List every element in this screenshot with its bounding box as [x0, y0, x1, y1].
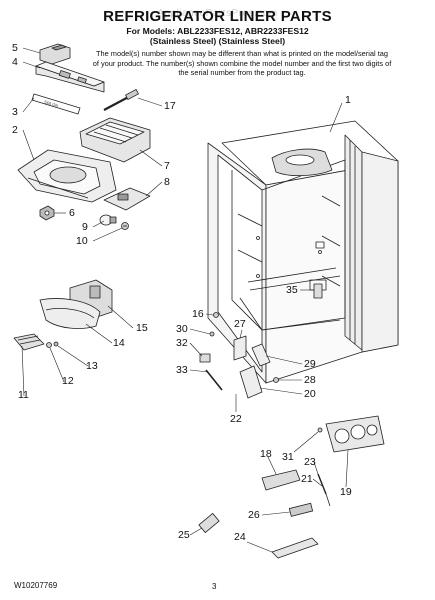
page-title: REFRIGERATOR LINER PARTS	[103, 8, 332, 25]
callout-31: 31	[282, 451, 294, 463]
part-29-bracket[interactable]	[251, 343, 271, 367]
part-7-light-lens[interactable]	[79, 117, 151, 163]
part-24-rail[interactable]	[271, 537, 319, 559]
callout-numbers: 1 5 4 3 2 17 7 8 6 9 10 11 12 13 14 15 1…	[12, 42, 352, 543]
callout-35: 35	[286, 284, 298, 296]
callout-16: 16	[192, 308, 204, 320]
callout-33: 33	[176, 364, 188, 376]
watermark: AppliancePartsPros.com	[157, 8, 278, 19]
part-35-switch[interactable]	[313, 283, 323, 299]
page-number: 3	[212, 582, 217, 591]
part-26-thermistor[interactable]	[288, 502, 314, 517]
callout-13: 13	[86, 360, 98, 372]
callout-10: 10	[76, 235, 88, 247]
part-12-screw[interactable]	[46, 342, 52, 348]
part-17-tool[interactable]	[103, 89, 139, 111]
callout-15: 15	[136, 322, 148, 334]
part-4-control-housing[interactable]	[35, 61, 105, 93]
models-line-2: (Stainless Steel) (Stainless Steel)	[149, 36, 286, 46]
callout-22: 22	[230, 413, 242, 425]
part-32-clip[interactable]	[199, 353, 211, 363]
part-20-bracket[interactable]	[239, 365, 263, 399]
callout-14: 14	[113, 337, 125, 349]
callout-18: 18	[260, 448, 272, 460]
part-14-cover[interactable]	[39, 298, 101, 329]
part-9-bulb[interactable]	[99, 214, 117, 226]
model-note: The model(s) number shown may be differe…	[92, 49, 392, 78]
refrigerator-liner[interactable]	[207, 120, 399, 384]
part-18-thermistor-holder[interactable]	[261, 469, 301, 491]
callout-17: 17	[164, 100, 176, 112]
callout-6: 6	[69, 207, 75, 219]
callout-23: 23	[304, 456, 316, 468]
part-2-light-housing[interactable]	[17, 149, 117, 203]
callout-32: 32	[176, 337, 188, 349]
callout-11: 11	[18, 389, 29, 401]
part-5-bracket[interactable]	[39, 43, 71, 65]
document-number: W10207769	[14, 581, 58, 590]
part-8-light-socket[interactable]	[103, 187, 151, 211]
models-line-1: For Models: ABL2233FES12, ABR2233FES12	[126, 26, 309, 36]
callout-3: 3	[12, 106, 18, 118]
part-25-lamp-socket[interactable]	[198, 512, 220, 534]
part-27-hinge[interactable]	[233, 335, 247, 361]
part-23-wire-lead[interactable]	[317, 473, 331, 507]
callout-9: 9	[82, 221, 88, 233]
callout-12: 12	[62, 375, 74, 387]
model-list: For Models: ABL2233FES12, ABR2233FES12 (…	[0, 26, 435, 46]
part-3-label[interactable]: 5&6 ON	[31, 93, 81, 115]
part-33-rod[interactable]	[205, 369, 223, 391]
part-16-screw[interactable]	[213, 312, 219, 318]
callout-21: 21	[301, 473, 313, 485]
callout-30: 30	[176, 323, 188, 335]
callout-19: 19	[340, 486, 352, 498]
callout-7: 7	[164, 160, 170, 172]
callout-1: 1	[345, 94, 351, 106]
callout-27: 27	[234, 318, 246, 330]
callout-20: 20	[304, 388, 316, 400]
part-6-nut[interactable]	[39, 205, 55, 221]
callout-25: 25	[178, 529, 190, 541]
part-3-label-text: 5&6 ON	[44, 99, 59, 108]
part-11-grille[interactable]	[13, 333, 45, 351]
part-19-damper-assembly[interactable]	[325, 415, 385, 453]
part-30-screw[interactable]	[209, 331, 215, 337]
callout-24: 24	[234, 531, 246, 543]
callout-28: 28	[304, 374, 316, 386]
part-10-screw[interactable]	[121, 222, 129, 230]
part-13-screw[interactable]	[53, 341, 59, 347]
part-21-screw[interactable]	[317, 427, 323, 433]
leader-lines	[21, 47, 349, 553]
callout-5: 5	[12, 42, 18, 54]
callout-8: 8	[164, 176, 170, 188]
callout-29: 29	[304, 358, 316, 370]
part-28-nut[interactable]	[273, 377, 279, 383]
callout-26: 26	[248, 509, 260, 521]
callout-4: 4	[12, 56, 18, 68]
callout-2: 2	[12, 124, 18, 136]
